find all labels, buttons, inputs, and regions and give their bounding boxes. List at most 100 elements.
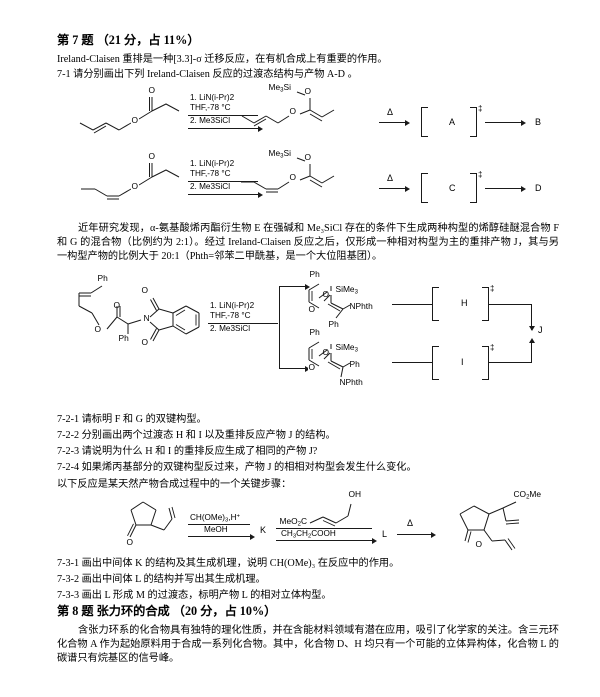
atom-carbonyl-oxygen-s2: O	[148, 151, 156, 161]
atom-ester-oxygen-s2: O	[131, 181, 139, 191]
structure-f	[308, 283, 351, 319]
dagger-i: ‡	[490, 343, 495, 352]
condition-line-3-s1: 2. Me3SiCl	[190, 116, 230, 127]
intermediate-label-a: A	[449, 117, 456, 127]
question-7-2-2: 7-2-2 分别画出两个过渡态 H 和 I 以及重排反应产物 J 的结构。	[57, 430, 336, 441]
question-7-2-3: 7-2-3 请说明为什么 H 和 I 的重排反应生成了相同的产物 J?	[57, 446, 318, 457]
label-sime3-i: SiMe3	[335, 342, 359, 356]
label-ph-allyl-f: Ph	[309, 269, 321, 279]
section-7-para-2: 近年研究发现，α-氨基酸烯丙酯衍生物 E 在强碱和 Me₃SiCl 存在的条件下…	[57, 223, 559, 263]
bracket-left-i	[432, 346, 439, 380]
label-ph-alpha-e: Ph	[118, 333, 130, 343]
dagger-a: ‡	[478, 104, 483, 113]
heat-symbol-s4: Δ	[407, 518, 414, 528]
atom-silyl-oxygen-s1: O	[304, 86, 312, 96]
cond-base-s2: 1. LiN(i-Pr)2	[190, 159, 235, 168]
arrow-head-s4c	[431, 531, 436, 538]
structure-e	[78, 285, 200, 342]
reaction-scheme-2: O O 1. LiN(i-Pr)2 THF,-78 °C 2. Me3SiCl …	[57, 148, 557, 220]
arrow-head-s4a	[250, 533, 255, 540]
label-me3si-s2: Me3Si	[268, 148, 292, 162]
section-8-heading: 第 8 题 张力环的合成 （20 分，占 10%）	[57, 604, 277, 618]
arrow-shaft-s4a	[188, 536, 252, 537]
label-meo2c: MeO2C	[279, 516, 308, 530]
condition-line-2-s1: THF,-78 °C	[190, 103, 231, 114]
connector-line-i-to-j	[488, 362, 532, 363]
atom-ketone-oxygen-k: O	[126, 537, 134, 547]
arrow-shaft-delta-s1	[379, 122, 407, 123]
cond-tmscl-s3: 2. Me3SiCl	[210, 324, 251, 333]
cond-base-s3: 1. LiN(i-Pr)2	[210, 301, 255, 310]
arrow-head-s4b	[372, 537, 377, 544]
atom-carbonyl-oxygen-s1: O	[148, 85, 156, 95]
atom-ester-oxygen-s1: O	[131, 115, 139, 125]
structure-silyl-ketene-acetal-2	[241, 157, 335, 193]
label-ph-vinyl-i: Ph	[349, 359, 361, 369]
condition-line-1-s2: 1. LiN(i-Pr)2	[190, 159, 234, 170]
heat-symbol-s1: Δ	[387, 107, 394, 117]
question-7-3-3: 7-3-3 画出 L 形成 M 的过渡态，标明产物 L 的相对立体构型。	[57, 590, 332, 601]
product-label-j: J	[538, 325, 543, 335]
reaction-scheme-1: O O 1. LiN(i-Pr)2 THF,-78 °C 2. Me3SiCl …	[57, 82, 557, 156]
converge-vertical-bottom	[531, 342, 532, 363]
atom-enolether-oxygen-s2: O	[289, 172, 297, 182]
cond-solvent-s3: THF,-78 °C	[210, 311, 251, 320]
section-8-para-1: 含张力环系的化合物具有独特的理化性质，并在含能材料领域有潜在应用，吸引了化学家的…	[57, 625, 559, 665]
label-me3si-s1: Me3Si	[268, 82, 292, 96]
label-nphth-f: NPhth	[349, 301, 374, 311]
cond-ch-ome3-text: CH(OMe)3,H+	[190, 513, 240, 524]
label-ph-allyl-e: Ph	[97, 273, 109, 283]
question-7-1: 7-1 请分别画出下列 Ireland-Claisen 反应的过渡态结构与产物 …	[57, 69, 358, 80]
arrow-shaft-s2	[188, 194, 260, 195]
condition-ch-ome3: CH(OMe)3,H+	[190, 512, 240, 526]
connector-line-h	[392, 304, 432, 305]
condition-divider-s2	[188, 181, 258, 182]
intermediate-label-h: H	[461, 298, 468, 308]
atom-silyl-oxygen-i: O	[322, 347, 330, 357]
label-nphth-i: NPhth	[339, 377, 364, 387]
branch-arrow-bottom-s3	[279, 368, 307, 369]
label-ph-vinyl-f: Ph	[328, 319, 340, 329]
branch-arrow-head-bottom-s3	[305, 365, 310, 372]
branch-arrow-top-s3	[279, 286, 307, 287]
bracket-left-a	[421, 107, 428, 137]
intermediate-label-c: C	[449, 183, 456, 193]
product-label-b: B	[535, 117, 542, 127]
converge-arrow-head-down	[528, 326, 535, 331]
question-7-3-2: 7-3-2 画出中间体 L 的结构并写出其生成机理。	[57, 574, 266, 585]
product-label-d: D	[535, 183, 542, 193]
bracket-left-c	[421, 173, 428, 203]
cond-solvent-s2: THF,-78 °C	[190, 169, 231, 178]
atom-nitrogen-e: N	[143, 313, 151, 323]
bracket-right-a	[470, 107, 477, 137]
intermediate-label-k: K	[260, 525, 267, 535]
question-7-2-1: 7-2-1 请标明 F 和 G 的双键构型。	[57, 414, 207, 425]
atom-enolether-oxygen-i: O	[308, 362, 316, 372]
structure-crotyl-propanoate	[79, 97, 180, 134]
label-oh-reagent: OH	[348, 489, 362, 499]
branch-arrow-head-top-s3	[305, 283, 310, 290]
arrow-head-s2	[258, 191, 263, 198]
cond-base-s1: 1. LiN(i-Pr)2	[190, 93, 235, 102]
intermediate-label-l: L	[382, 529, 388, 539]
heat-symbol-s2: Δ	[387, 173, 394, 183]
label-sime3-f: SiMe3	[335, 284, 359, 298]
atom-silyl-oxygen-s2: O	[304, 152, 312, 162]
condition-line-2-s3: THF,-78 °C	[210, 311, 251, 322]
condition-line-1-s1: 1. LiN(i-Pr)2	[190, 93, 234, 104]
condition-line-1-s3: 1. LiN(i-Pr)2	[210, 301, 254, 312]
condition-divider-s4a	[188, 524, 250, 525]
cond-solvent-s1: THF,-78 °C	[190, 103, 231, 112]
arrow-shaft-s4b	[276, 540, 374, 541]
dagger-h: ‡	[490, 284, 495, 293]
cond-propionic-text: CH3CH2COOH	[281, 529, 336, 540]
structure-allylcyclopentanone	[127, 501, 176, 538]
label-co2me-m: CO2Me	[513, 489, 542, 503]
condition-divider-s3	[208, 323, 278, 324]
structure-hydroxy-acrylate	[309, 503, 352, 527]
arrow-head-delta-s2	[405, 185, 410, 192]
structure-m	[459, 501, 520, 551]
reaction-scheme-3: Ph O O N Ph O O	[57, 269, 559, 400]
intermediate-label-i: I	[461, 357, 464, 367]
